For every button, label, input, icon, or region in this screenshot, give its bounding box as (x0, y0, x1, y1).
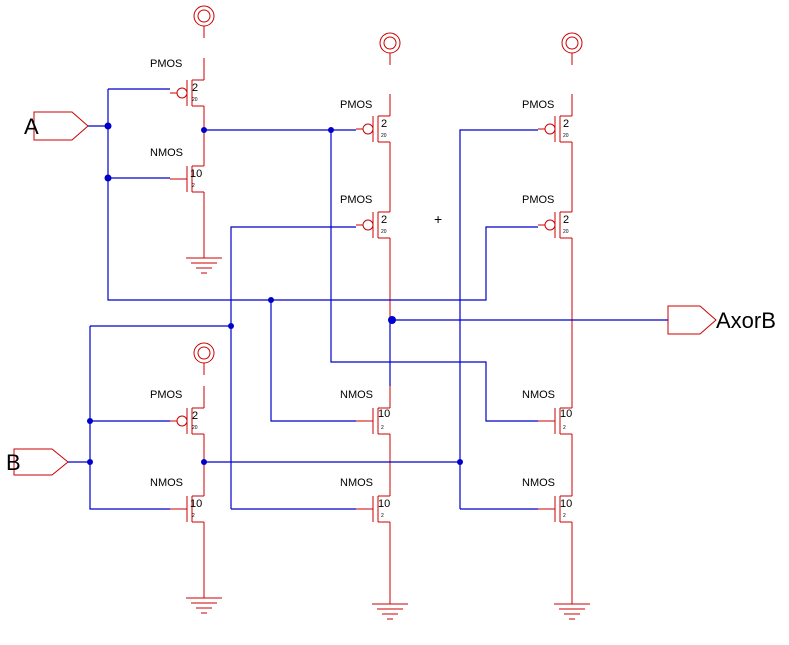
port-label-a: A (24, 114, 39, 139)
transistor-width-label: 10 (378, 498, 390, 510)
transistor-type-label: PMOS (340, 194, 372, 206)
transistor-length-label: 20 (192, 97, 198, 103)
transistor-length-label: 20 (563, 133, 569, 139)
transistor-type-label: NMOS (340, 389, 373, 401)
transistor-width-label: 2 (192, 82, 198, 94)
transistor-length-label: 2 (381, 513, 384, 519)
vdd-symbol (561, 32, 583, 66)
transistor-width-label: 10 (560, 408, 572, 420)
ground-symbol (185, 239, 223, 274)
transistor-length-label: 2 (381, 425, 384, 431)
transistor-length-label: 2 (563, 425, 566, 431)
transistor-width-label: 10 (378, 408, 390, 420)
transistor-type-label: NMOS (150, 477, 183, 489)
transistor-length-label: 20 (192, 425, 198, 431)
origin-marker: + (434, 211, 442, 227)
output-port-axorb[interactable] (667, 305, 717, 335)
ground-symbol (553, 585, 591, 620)
input-port-a[interactable] (33, 111, 108, 141)
ground-symbol (185, 579, 223, 614)
transistor-type-label: PMOS (522, 99, 554, 111)
vdd-symbol (193, 342, 215, 376)
transistor-width-label: 2 (381, 214, 387, 226)
wires (89, 88, 668, 510)
transistor-type-label: PMOS (340, 99, 372, 111)
transistor-length-label: 2 (563, 513, 566, 519)
transistor-type-label: NMOS (340, 477, 373, 489)
transistor-width-label: 2 (192, 410, 198, 422)
port-label-b: B (6, 450, 21, 475)
transistor-type-label: NMOS (522, 477, 555, 489)
ground-symbol (371, 585, 409, 620)
transistor-length-label: 2 (192, 183, 195, 189)
transistor-width-label: 2 (563, 214, 569, 226)
transistor-width-label: 10 (190, 168, 202, 180)
transistor-length-label: 20 (381, 133, 387, 139)
transistor-width-label: 2 (563, 118, 569, 130)
transistor-type-label: NMOS (522, 389, 555, 401)
port-label-output: AxorB (716, 308, 776, 333)
input-port-b[interactable] (13, 448, 90, 476)
transistor-type-label: PMOS (522, 194, 554, 206)
transistor-length-label: 20 (563, 229, 569, 235)
transistor-length-label: 2 (192, 513, 195, 519)
transistor-type-label: NMOS (150, 147, 183, 159)
transistor-type-label: PMOS (150, 58, 182, 70)
junction-dots (87, 122, 463, 465)
transistor-width-label: 10 (560, 498, 572, 510)
transistor-length-label: 20 (381, 229, 387, 235)
transistor-width-label: 10 (190, 498, 202, 510)
transistor-width-label: 2 (381, 118, 387, 130)
vdd-symbol (379, 32, 401, 66)
transistor-type-label: PMOS (150, 389, 182, 401)
vdd-symbol (193, 5, 215, 39)
